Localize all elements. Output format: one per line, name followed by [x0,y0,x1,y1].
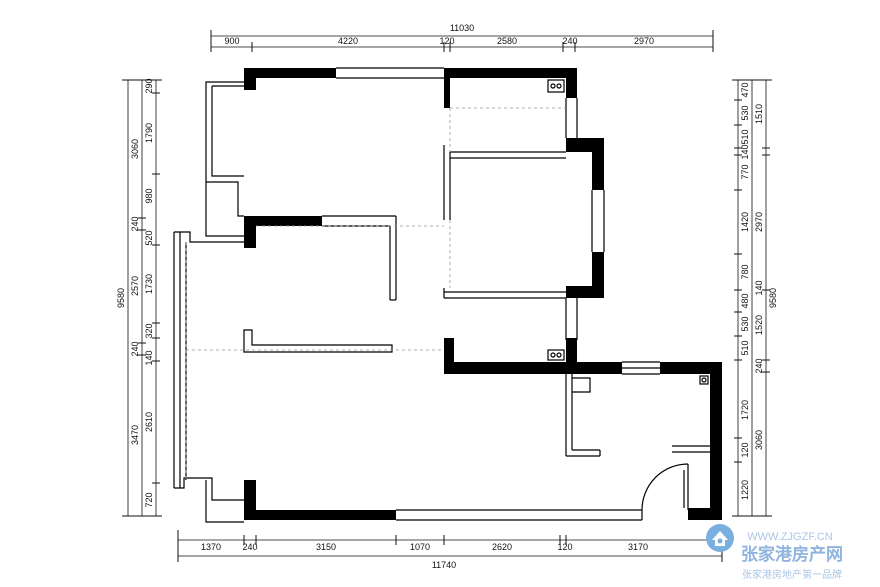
dim-left-inner-3: 980 [144,188,154,203]
dim-right-inner-6: 1420 [740,212,750,232]
dim-bottom-7: 3170 [628,542,648,552]
dim-top-1: 900 [224,36,239,46]
dim-left-total: 9580 [116,288,126,308]
dim-right-outer-2: 2970 [754,212,764,232]
dim-bottom-6: 120 [557,542,572,552]
dim-bottom-3: 3150 [316,542,336,552]
dim-top-2: 4220 [338,36,358,46]
dim-left-outer-3: 2570 [130,276,140,296]
dim-left-inner-4: 520 [144,230,154,245]
dim-right-total: 9580 [768,288,778,308]
dim-right-inner-13: 1220 [740,480,750,500]
dim-right-outer-4: 1520 [754,315,764,335]
dim-left-outer-5: 3470 [130,425,140,445]
dim-right-inner-11: 1720 [740,400,750,420]
dim-left-inner-1: 290 [144,78,154,93]
dim-right-inner-1: 470 [740,82,750,97]
dim-left-outer-1: 3060 [130,139,140,159]
dim-top-total: 11030 [450,23,474,33]
dim-right-outer-3: 140 [754,280,764,295]
dim-top-6: 2970 [634,36,654,46]
dim-bottom-4: 1070 [410,542,430,552]
watermark-url: WWW.ZJGZF.CN [747,531,833,543]
bottom-dimensions: 1370 240 3150 1070 2620 120 3170 11740 [177,530,723,570]
dim-left-outer-2: 240 [130,216,140,231]
dim-top-3: 120 [439,36,454,46]
house-logo-icon [706,524,734,552]
watermark: WWW.ZJGZF.CN 张家港房产网 张家港房地产第一品牌 [706,524,843,581]
dim-right-inner-7: 780 [740,264,750,279]
dim-right-outer-5: 240 [754,358,764,373]
right-dimensions: 470 530 510 140 770 1420 780 480 530 510… [732,79,778,517]
dim-bottom-2: 240 [242,542,257,552]
fixtures [547,79,709,385]
dim-bottom-5: 2620 [492,542,512,552]
dim-right-inner-8: 480 [740,293,750,308]
walls [173,67,722,523]
dim-bottom-total: 11740 [432,560,456,570]
dim-right-inner-9: 530 [740,316,750,331]
dim-right-inner-4: 140 [740,144,750,159]
dim-right-inner-12: 120 [740,442,750,457]
dim-right-inner-5: 770 [740,164,750,179]
dim-right-outer-1: 1510 [754,104,764,124]
dashed-dividers [185,107,566,480]
dim-right-inner-10: 510 [740,340,750,355]
watermark-brand: 张家港房产网 [741,544,843,564]
dim-right-outer-6: 3060 [754,430,764,450]
dim-top-5: 240 [562,36,577,46]
watermark-slogan: 张家港房地产第一品牌 [742,568,842,581]
dim-right-inner-3: 510 [740,129,750,144]
dim-left-inner-2: 1790 [144,123,154,143]
dim-left-inner-7: 140 [144,350,154,365]
dim-left-inner-8: 2610 [144,412,154,432]
dim-right-inner-2: 530 [740,105,750,120]
top-dimensions: 11030 900 4220 120 2580 240 2970 [210,23,714,52]
left-dimensions: 9580 3060 240 2570 240 3470 290 1790 980… [116,78,162,517]
dim-left-inner-6: 320 [144,323,154,338]
dim-left-inner-9: 720 [144,492,154,507]
dim-left-inner-5: 1730 [144,274,154,294]
dim-left-outer-4: 240 [130,341,140,356]
dim-top-4: 2580 [497,36,517,46]
dim-bottom-1: 1370 [201,542,221,552]
